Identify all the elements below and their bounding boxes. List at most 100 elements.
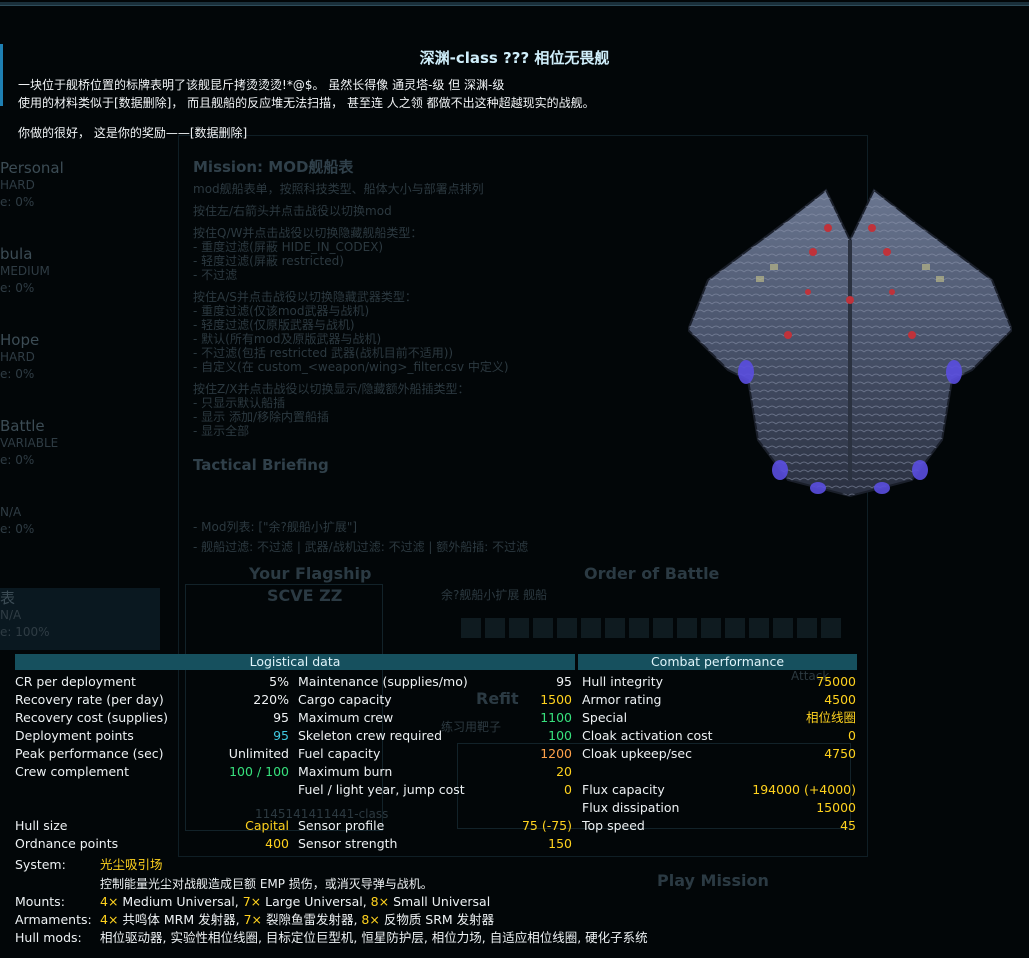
flagship-title: Your Flagship <box>249 564 372 583</box>
fleet-ship-icon[interactable] <box>821 618 841 638</box>
play-mission-button[interactable]: Play Mission <box>657 871 769 890</box>
briefing-line: 按住Q/W并点击战役以切换隐藏舰船类型： <box>193 226 423 240</box>
practice-label: 练习用靶子 <box>441 720 502 734</box>
logistics-value: 150 <box>548 836 572 851</box>
briefing-line: mod舰船表单，按照科技类型、船体大小与部署点排列 <box>193 182 484 196</box>
combat-label: Top speed <box>582 818 645 833</box>
logistics-label: Recovery rate (per day) <box>15 692 164 707</box>
logistics-value: 95 <box>273 728 289 743</box>
combat-label: Flux dissipation <box>582 800 680 815</box>
combat-label: Cloak activation cost <box>582 728 713 743</box>
hull-mods-value: 相位驱动器, 实验性相位线圈, 目标定位巨型机, 恒星防护层, 相位力场, 自适… <box>100 930 648 945</box>
system-name: 光尘吸引场 <box>100 857 163 872</box>
order-of-battle-title: Order of Battle <box>584 564 720 583</box>
dialog-accent-bar <box>0 44 3 106</box>
fleet-ship-icon[interactable] <box>701 618 721 638</box>
combat-value: 0 <box>848 728 856 743</box>
system-label: System: <box>15 857 66 872</box>
flagship-box <box>185 584 383 831</box>
fleet-label: 余?舰船小扩展 舰船 <box>441 588 548 602</box>
fleet-ship-icon[interactable] <box>797 618 817 638</box>
hull-mods-label: Hull mods: <box>15 930 82 945</box>
logistics-value: 100 <box>548 728 572 743</box>
combat-value: 45 <box>840 818 856 833</box>
logistics-value: 20 <box>556 764 572 779</box>
fleet-ship-icon[interactable] <box>749 618 769 638</box>
combat-value: 15000 <box>816 800 856 815</box>
combat-label: Special <box>582 710 628 725</box>
logistics-label: Ordnance points <box>15 836 119 851</box>
fleet-ship-icon[interactable] <box>677 618 697 638</box>
logistics-value: 5% <box>269 674 289 689</box>
logistics-label: Sensor strength <box>298 836 398 851</box>
flagship-name: SCVE ZZ <box>267 586 343 605</box>
fleet-ship-icon[interactable] <box>773 618 793 638</box>
logistics-label: Maximum crew <box>298 710 394 725</box>
tactical-title: Tactical Briefing <box>193 456 329 474</box>
briefing-line: 按住A/S并点击战役以切换隐藏武器类型： <box>193 290 417 304</box>
hull-id-label: 1145141411441-class <box>255 807 389 821</box>
briefing-line: 按住Z/X并点击战役以切换显示/隐藏额外船插类型： <box>193 382 470 396</box>
logistics-value: 100 / 100 <box>229 764 289 779</box>
combat-value: 相位线圈 <box>805 710 856 725</box>
logistical-data-header: Logistical data <box>15 654 575 670</box>
combat-performance-header: Combat performance <box>578 654 857 670</box>
combat-value: 75000 <box>816 674 856 689</box>
fleet-ship-icon[interactable] <box>629 618 649 638</box>
logistics-value: 1200 <box>540 746 572 761</box>
briefing-line: - 重度过滤(屏蔽 HIDE_IN_CODEX) <box>193 240 384 254</box>
fleet-ship-icon[interactable] <box>725 618 745 638</box>
briefing-line: - 重度过滤(仅该mod武器与战机) <box>193 304 370 318</box>
logistics-label: Fuel capacity <box>298 746 381 761</box>
logistics-label: Hull size <box>15 818 68 833</box>
fleet-ship-icon[interactable] <box>605 618 625 638</box>
briefing-line: 按住左/右箭头并点击战役以切换mod <box>193 204 392 218</box>
logistics-value: 95 <box>556 674 572 689</box>
briefing-title: Mission: MOD舰船表 <box>193 158 354 176</box>
logistics-label: Maximum burn <box>298 764 393 779</box>
armaments-value: 4× 共鸣体 MRM 发射器, 7× 裂隙鱼雷发射器, 8× 反物质 SRM 发… <box>100 912 495 927</box>
mounts-label: Mounts: <box>15 894 65 909</box>
refit-button[interactable]: Refit <box>476 689 519 708</box>
fleet-ship-icon[interactable] <box>653 618 673 638</box>
logistics-value: Unlimited <box>228 746 289 761</box>
fleet-ship-icon[interactable] <box>485 618 505 638</box>
logistics-value: 1100 <box>540 710 572 725</box>
logistics-label: Peak performance (sec) <box>15 746 164 761</box>
dialog-line-2: 使用的材料类似于[数据删除]， 而且舰船的反应堆无法扫描， 甚至连 人之领 都做… <box>18 96 595 110</box>
logistics-value: 0 <box>564 782 572 797</box>
system-description: 控制能量光尘对战舰造成巨额 EMP 损伤，或消灭导弹与战机。 <box>100 877 433 891</box>
fleet-ship-icon[interactable] <box>557 618 577 638</box>
briefing-line: - 只显示默认船插 <box>193 396 286 410</box>
briefing-line: - 不过滤(包括 restricted 武器(战机目前不适用)) <box>193 346 454 360</box>
briefing-line: - 不过滤 <box>193 268 238 282</box>
logistics-value: 400 <box>265 836 289 851</box>
combat-label: Flux capacity <box>582 782 665 797</box>
briefing-line: - 轻度过滤(仅原版武器与战机) <box>193 318 355 332</box>
fleet-ship-icon[interactable] <box>461 618 481 638</box>
selected-mission-highlight <box>0 588 160 650</box>
combat-value: 194000 (+4000) <box>752 782 856 797</box>
logistics-label: Fuel / light year, jump cost <box>298 782 465 797</box>
dialog-title: 深渊-class ??? 相位无畏舰 <box>419 49 610 67</box>
briefing-line: - 自定义(在 custom_<weapon/wing>_filter.csv … <box>193 360 509 374</box>
fleet-ship-icon[interactable] <box>581 618 601 638</box>
mission-briefing-panel: Mission: MOD舰船表 mod舰船表单，按照科技类型、船体大小与部署点排… <box>178 135 868 890</box>
fleet-ship-icon[interactable] <box>533 618 553 638</box>
combat-label: Hull integrity <box>582 674 664 689</box>
logistics-label: Deployment points <box>15 728 134 743</box>
briefing-line: - 轻度过滤(屏蔽 restricted) <box>193 254 344 268</box>
mounts-value: 4× Medium Universal, 7× Large Universal,… <box>100 894 491 909</box>
logistics-value: 1500 <box>540 692 572 707</box>
logistics-value: Capital <box>245 818 289 833</box>
logistics-label: Crew complement <box>15 764 129 779</box>
fleet-ship-icon[interactable] <box>509 618 529 638</box>
logistics-label: Cargo capacity <box>298 692 392 707</box>
logistics-value: 75 (-75) <box>521 818 572 833</box>
